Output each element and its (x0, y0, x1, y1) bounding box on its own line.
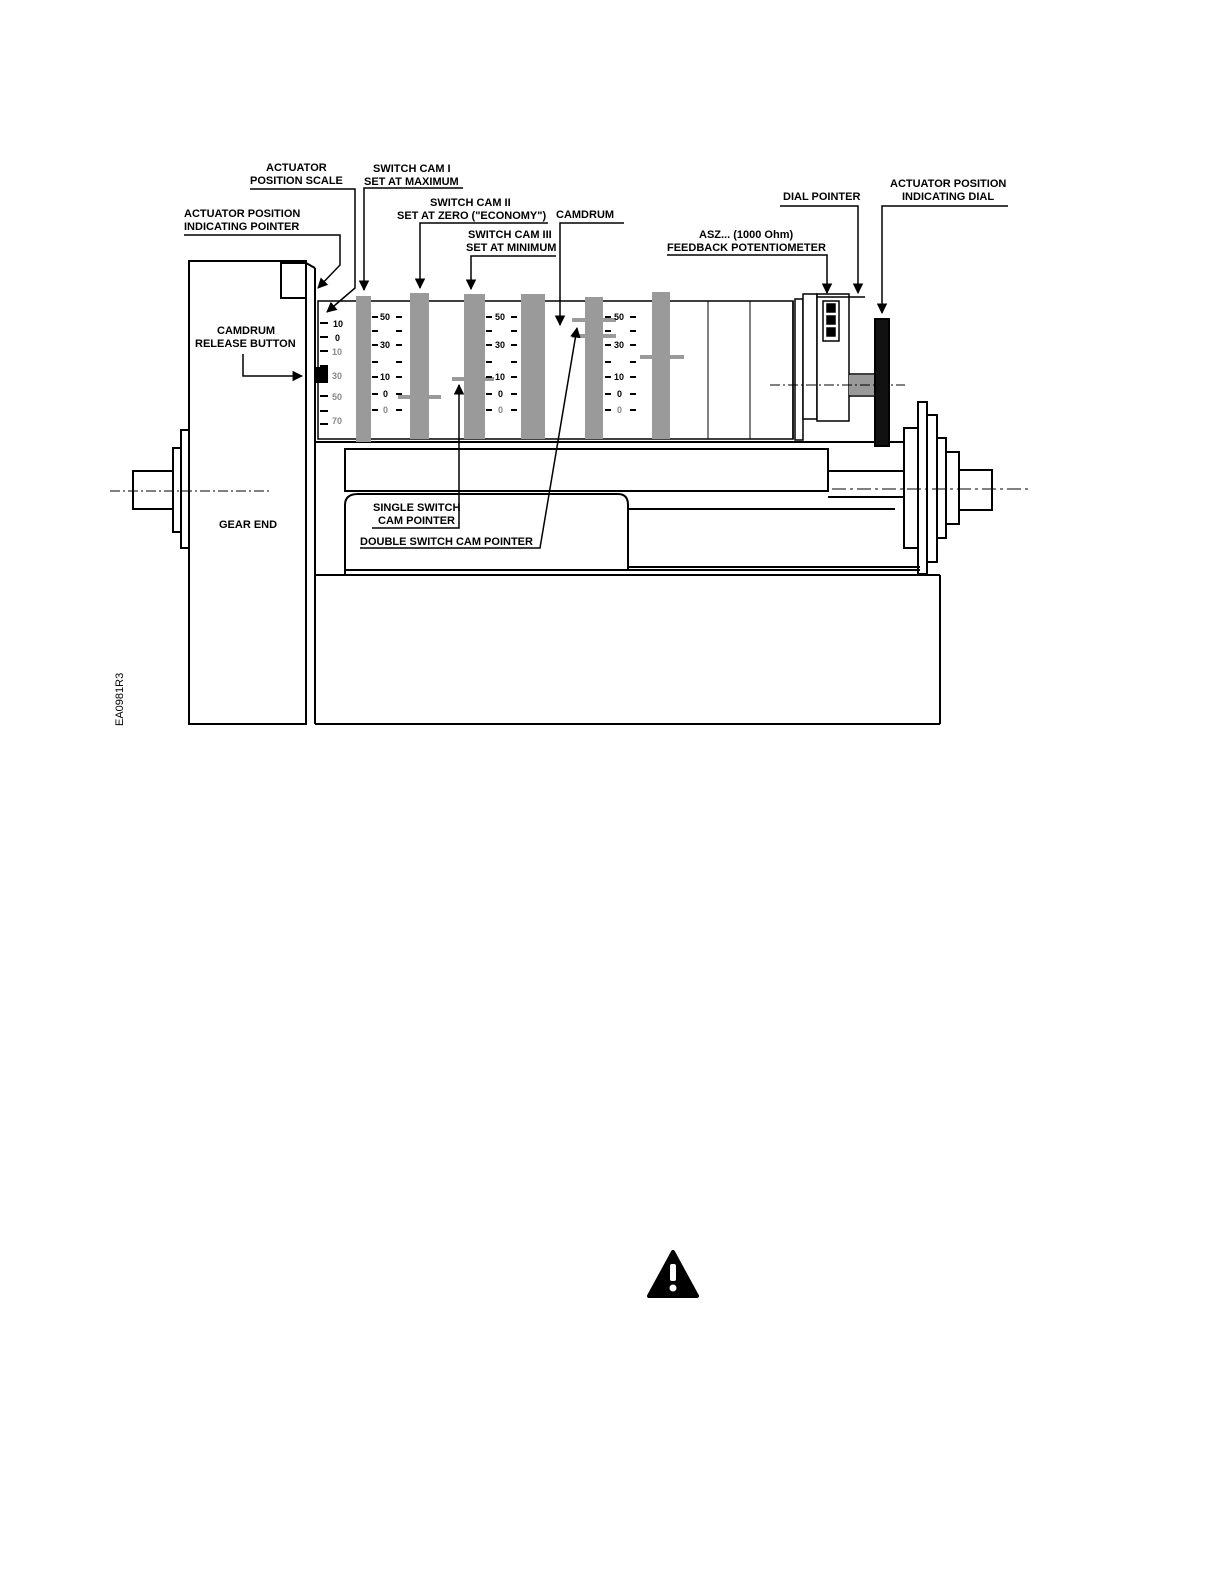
scale-label: 50 (332, 392, 342, 402)
label-indicating-dial-1: ACTUATOR POSITION (890, 178, 1006, 190)
right-flange (903, 427, 919, 549)
scale-label: 30 (332, 371, 342, 381)
gear-end-cap (280, 262, 307, 299)
cam-scale-label: 30 (380, 340, 390, 350)
cam-scale-label: 50 (614, 312, 624, 322)
label-switch-cam-ii-1: SWITCH CAM II (430, 197, 511, 209)
cam-scale-label: 0 (617, 405, 622, 415)
scale-label: 10 (332, 347, 342, 357)
cam-scale-label: 10 (380, 372, 390, 382)
label-indicating-pointer-1: ACTUATOR POSITION (184, 208, 300, 220)
cam-scale-label: 50 (495, 312, 505, 322)
switch-cam-vi (652, 292, 670, 439)
label-actuator-position-scale-1: ACTUATOR (266, 162, 327, 174)
label-switch-cam-iii-1: SWITCH CAM III (468, 229, 552, 241)
cam-scale-label: 0 (617, 389, 622, 399)
figure-id: EA0981R3 (114, 673, 126, 726)
label-camdrum-release-1: CAMDRUM (217, 325, 275, 337)
support-rail (344, 448, 829, 492)
label-switch-cam-iii-2: SET AT MINIMUM (466, 242, 556, 254)
label-actuator-position-scale-2: POSITION SCALE (250, 175, 343, 187)
cam-scale-label: 30 (614, 340, 624, 350)
label-switch-cam-i-2: SET AT MAXIMUM (364, 176, 459, 188)
cam-scale-label: 0 (498, 405, 503, 415)
label-switch-cam-i-1: SWITCH CAM I (373, 163, 451, 175)
cam-scale-label: 0 (498, 389, 503, 399)
feedback-potentiometer (794, 293, 875, 441)
left-shaft-stub (132, 470, 174, 510)
label-indicating-dial-2: INDICATING DIAL (902, 191, 994, 203)
switch-cams (356, 292, 684, 442)
leader-lines (184, 187, 1008, 549)
cam-scale-label: 0 (383, 405, 388, 415)
switch-cam-i (356, 296, 371, 442)
label-double-switch: DOUBLE SWITCH CAM POINTER (360, 536, 533, 548)
cam-scale-label: 0 (383, 389, 388, 399)
switch-cam-ii (410, 293, 429, 439)
scale-label: 10 (333, 319, 343, 329)
cam-scale-1 (372, 316, 402, 411)
label-dial-pointer: DIAL POINTER (783, 191, 860, 203)
cam-scale-3 (605, 316, 636, 411)
label-gear-end: GEAR END (219, 519, 277, 531)
actuator-body (110, 260, 1028, 725)
label-camdrum: CAMDRUM (556, 209, 614, 221)
label-potentiometer-1: ASZ... (1000 Ohm) (699, 229, 793, 241)
actuator-position-scale: 10 0 10 30 50 70 (320, 319, 343, 426)
right-shaft-stub (958, 469, 993, 511)
gear-end-housing (188, 260, 307, 725)
scale-label: 0 (335, 333, 340, 343)
cam-scale-label: 50 (380, 312, 390, 322)
cam-scale-label: 10 (614, 372, 624, 382)
label-single-switch-2: CAM POINTER (378, 515, 455, 527)
actuator-position-indicating-dial (874, 318, 890, 447)
cam-scale-label: 30 (495, 340, 505, 350)
scale-label: 70 (332, 416, 342, 426)
label-camdrum-release-2: RELEASE BUTTON (195, 338, 296, 350)
label-potentiometer-2: FEEDBACK POTENTIOMETER (667, 242, 826, 254)
labels: ACTUATOR POSITION SCALE SWITCH CAM I SET… (114, 162, 1006, 726)
label-switch-cam-ii-2: SET AT ZERO ("ECONOMY") (397, 210, 546, 222)
label-indicating-pointer-2: INDICATING POINTER (184, 221, 299, 233)
switch-cam-iii (464, 294, 485, 439)
switch-cam-v (585, 297, 603, 439)
label-single-switch-1: SINGLE SWITCH (373, 502, 460, 514)
cam-scale-label: 10 (495, 372, 505, 382)
switch-cam-iv (521, 294, 545, 439)
warning-triangle-icon (647, 1250, 699, 1298)
camdrum-release-button (316, 367, 328, 383)
cam-scale-2 (486, 316, 517, 411)
